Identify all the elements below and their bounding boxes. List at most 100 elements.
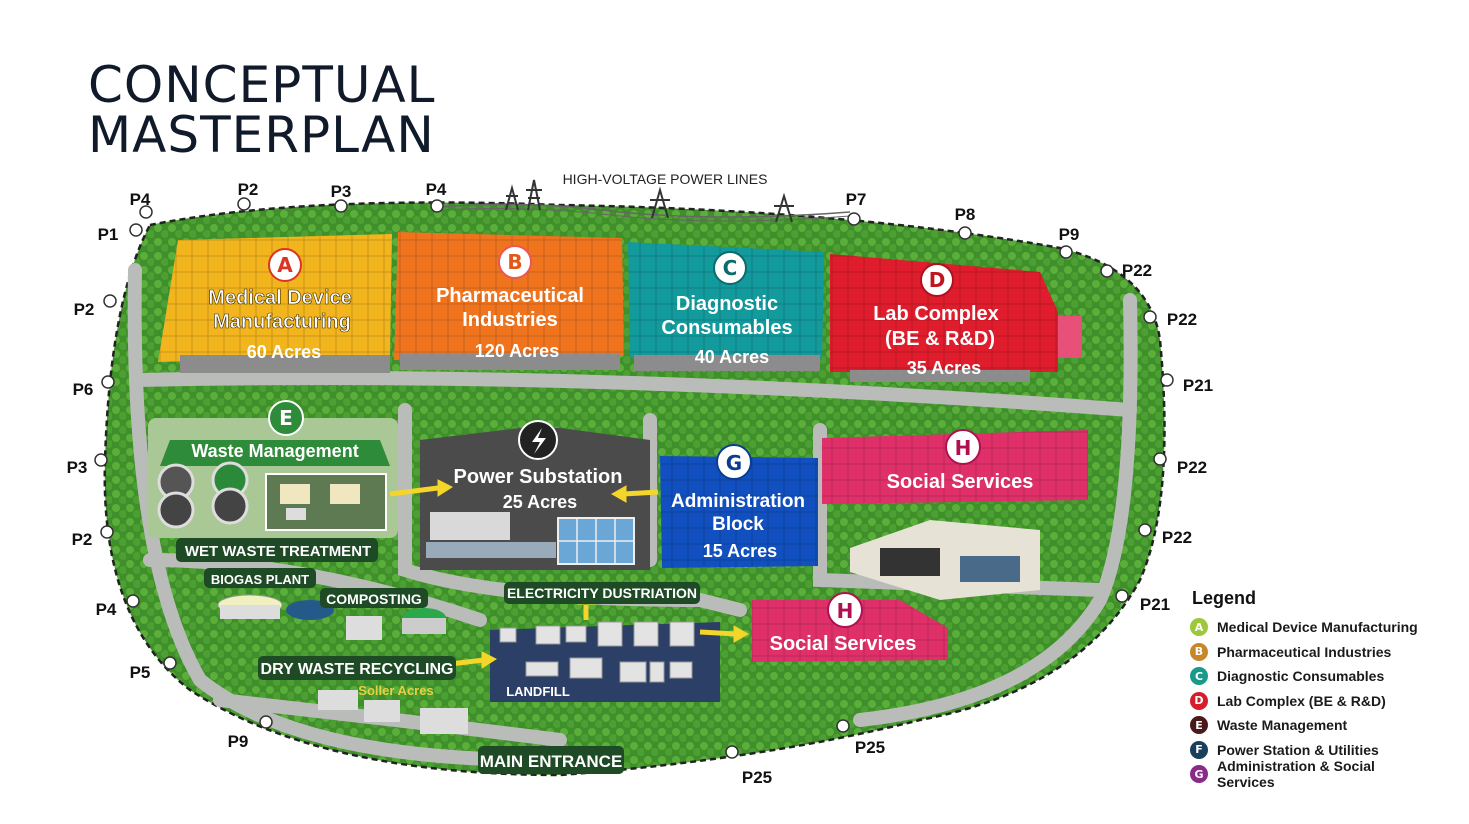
legend-badge-icon: F <box>1190 740 1208 759</box>
legend-item-label: Pharmaceutical Industries <box>1217 643 1392 660</box>
boundary-point-label: P21 <box>1140 595 1170 614</box>
biogas-and-composting-structures <box>217 594 468 734</box>
plot-d-lab-complex[interactable]: D Lab Complex (BE & R&D) 35 Acres <box>830 254 1082 382</box>
legend-badge-icon: C <box>1190 667 1208 686</box>
facility-labels: WET WASTE TREATMENT BIOGAS PLANT COMPOST… <box>176 538 700 774</box>
plot-a-name-line-2: Manufacturing <box>213 311 351 333</box>
plot-d-letter: D <box>929 268 946 292</box>
boundary-point-label: P5 <box>130 663 151 682</box>
boundary-point-label: P4 <box>426 180 447 199</box>
plot-g-acres: 15 Acres <box>703 541 777 561</box>
plot-c-name-line-1: Diagnostic <box>676 293 778 315</box>
legend-badge-icon: B <box>1190 642 1208 661</box>
dry-waste-sub-label: Soller Acres <box>358 683 433 698</box>
legend-item-label: Diagnostic Consumables <box>1217 668 1385 685</box>
boundary-point-marker <box>1138 523 1152 537</box>
legend-item-label: Waste Management <box>1217 717 1348 734</box>
plot-f-power-substation[interactable]: Power Substation 25 Acres <box>420 420 650 570</box>
plot-d-name-line-1: Lab Complex <box>873 303 999 325</box>
boundary-point-marker <box>836 719 850 733</box>
legend-item: A Medical Device Manufacturing <box>1190 615 1435 640</box>
boundary-point-label: P9 <box>1059 225 1080 244</box>
plot-b-name-line-2: Industries <box>462 309 558 331</box>
boundary-point-label: P1 <box>98 225 119 244</box>
legend-item: C Diagnostic Consumables <box>1190 664 1435 689</box>
electricity-distribution-label: ELECTRICITY DUSTRIATION <box>507 585 697 601</box>
legend-item: F Power Station & Utilities <box>1190 738 1435 763</box>
boundary-point-marker <box>259 715 273 729</box>
boundary-point-label: P3 <box>331 182 352 201</box>
plot-g-administration-block[interactable]: G Administration Block 15 Acres <box>660 444 818 568</box>
legend-badge-icon: E <box>1190 716 1208 735</box>
plot-g-name-line-2: Block <box>712 514 764 535</box>
boundary-point-marker <box>163 656 177 670</box>
plot-e-letter: E <box>279 406 293 430</box>
boundary-point-label: P2 <box>238 180 259 199</box>
power-lines-label: HIGH-VOLTAGE POWER LINES <box>563 171 768 187</box>
plot-e-waste-management[interactable]: E Waste Management <box>148 400 398 538</box>
plot-h1-letter: H <box>955 436 972 460</box>
landfill-area[interactable]: LANDFILL <box>490 621 720 702</box>
boundary-point-marker <box>1115 589 1129 603</box>
plot-c-letter: C <box>723 256 738 280</box>
plot-a-name-line-1: Medical Device <box>208 287 351 309</box>
boundary-point-marker <box>1143 310 1157 324</box>
plot-h1-name: Social Services <box>887 471 1034 493</box>
boundary-point-marker <box>958 226 972 240</box>
plot-f-acres: 25 Acres <box>503 492 577 512</box>
plot-h2-name: Social Services <box>770 633 917 655</box>
plot-h2-letter: H <box>837 599 854 623</box>
legend-item-label: Administration & Social Services <box>1217 758 1375 791</box>
plot-c-diagnostic-consumables[interactable]: C Diagnostic Consumables 40 Acres <box>628 242 824 371</box>
plot-a-badge <box>268 248 302 282</box>
boundary-point-marker <box>725 745 739 759</box>
boundary-point-label: P25 <box>742 768 772 787</box>
boundary-point-marker <box>94 453 108 467</box>
boundary-point-label: P4 <box>96 600 117 619</box>
boundary-point-label: P4 <box>130 190 151 209</box>
boundary-point-label: P7 <box>846 190 867 209</box>
power-lines <box>439 179 851 223</box>
boundary-point-label: P22 <box>1162 528 1192 547</box>
legend-item-label: Power Station & Utilities <box>1217 741 1379 758</box>
boundary-point-marker <box>126 594 140 608</box>
boundary-point-label: P21 <box>1183 376 1213 395</box>
boundary-point-marker <box>103 294 117 308</box>
plot-a-letter: A <box>277 253 293 277</box>
composting-label: COMPOSTING <box>326 591 422 607</box>
boundary-point-label: P2 <box>72 530 93 549</box>
boundary-point-label: P3 <box>67 458 88 477</box>
boundary-point-label: P22 <box>1122 261 1152 280</box>
boundary-point-marker <box>100 525 114 539</box>
legend-badge-icon: G <box>1190 765 1208 784</box>
legend-item: E Waste Management <box>1190 713 1435 738</box>
plot-a-acres: 60 Acres <box>247 342 321 362</box>
plot-b-pharmaceutical-industries[interactable]: B Pharmaceutical Industries 120 Acres <box>394 232 624 370</box>
plot-d-acres: 35 Acres <box>907 358 981 378</box>
plot-a-medical-device-manufacturing[interactable]: A Medical Device Manufacturing 60 Acres <box>158 234 392 373</box>
wet-waste-treatment-label: WET WASTE TREATMENT <box>185 543 371 560</box>
plot-e-name: Waste Management <box>191 441 358 461</box>
plot-h-social-services-north[interactable]: H Social Services <box>822 429 1088 504</box>
plot-b-letter: B <box>507 250 522 274</box>
boundary-point-label: P2 <box>74 300 95 319</box>
boundary-point-label: P25 <box>855 738 885 757</box>
plot-f-name: Power Substation <box>454 466 623 488</box>
plot-b-acres: 120 Acres <box>475 341 559 361</box>
plot-g-letter: G <box>726 451 742 475</box>
plot-g-name-line-1: Administration <box>671 491 805 512</box>
plot-c-acres: 40 Acres <box>695 347 769 367</box>
legend-badge-icon: A <box>1190 618 1208 637</box>
plot-h-social-services-south[interactable]: H Social Services <box>752 592 948 662</box>
boundary-point-marker <box>237 197 251 211</box>
landfill-label: LANDFILL <box>506 684 570 699</box>
main-entrance-label: MAIN ENTRANCE <box>480 752 623 771</box>
boundary-point-marker <box>1153 452 1167 466</box>
legend-item-label: Medical Device Manufacturing <box>1217 619 1418 636</box>
boundary-point-label: P22 <box>1167 310 1197 329</box>
plot-b-name-line-1: Pharmaceutical <box>436 285 584 307</box>
boundary-point-marker <box>1059 245 1073 259</box>
